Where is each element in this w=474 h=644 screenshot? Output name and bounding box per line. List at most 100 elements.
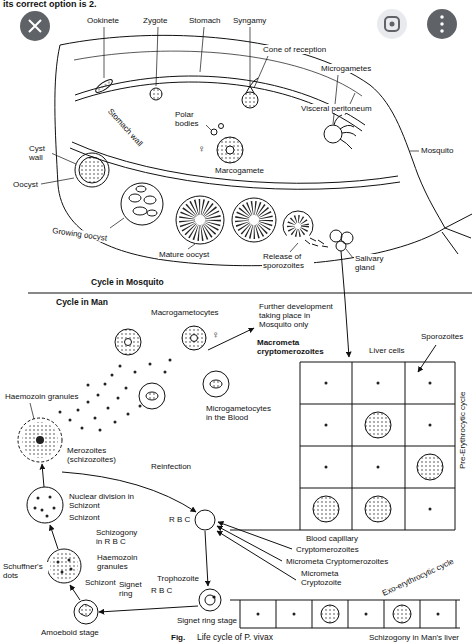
salivary-gland — [336, 241, 346, 251]
part-label: R B C — [168, 515, 191, 524]
part-label: Ookinete — [86, 16, 120, 25]
part-label: Cone of reception — [262, 45, 327, 54]
cycle-label: Pre-Erythrocytic cycle — [458, 391, 467, 470]
sex-symbol: ♀ — [211, 330, 221, 339]
sporozoite-path — [341, 251, 349, 357]
sporozoite-mass — [242, 208, 266, 232]
part-label: Polar bodies — [174, 110, 206, 128]
stage-label: Reinfection — [150, 462, 192, 471]
part-label: Microgametes — [320, 64, 372, 73]
lens-button — [377, 9, 407, 39]
liver-schizont — [417, 454, 443, 480]
cyst-wall — [75, 153, 109, 187]
part-label: Mature oocyst — [158, 250, 210, 259]
stage-label: Schizont — [84, 578, 117, 587]
schizont-nuclei — [35, 497, 54, 516]
growing-oocyst — [121, 183, 163, 225]
to-mosquito-arrow — [208, 328, 254, 350]
stage-label: Macrometa cryptomerozoites — [256, 338, 338, 356]
part-label: Mosquito — [420, 146, 454, 155]
gametocyte-nucleus — [191, 335, 198, 342]
ring-nucleus — [212, 595, 215, 598]
gametocyte-nucleus — [210, 380, 222, 388]
stage-label: Amoeboid stage — [40, 628, 100, 637]
part-label: Growing oocyst — [51, 226, 109, 243]
figure-number: Fig. — [170, 633, 186, 642]
liver-schizont — [393, 605, 411, 623]
polar-body — [219, 124, 224, 129]
stage-label: Macrogametocytes — [150, 308, 220, 317]
macrogametocyte — [182, 326, 206, 350]
macrogamete — [217, 137, 243, 163]
note-label: Further development taking place in Mosq… — [258, 302, 340, 329]
part-label: Zygote — [142, 16, 168, 25]
leader-line — [30, 403, 34, 419]
microgametes — [334, 115, 356, 149]
polar-body — [211, 129, 217, 135]
sporozoite-arrow — [418, 345, 436, 372]
liver-cells — [230, 362, 455, 530]
cycle-arrow — [99, 606, 198, 612]
liver-schizont — [313, 496, 339, 522]
sporoblasts — [129, 186, 157, 216]
liver-cell-nucleus — [326, 383, 430, 509]
part-label: Haemozoin granules — [4, 392, 79, 401]
macrogametocyte — [115, 329, 141, 355]
close-button — [20, 11, 50, 41]
part-label: Liver cells — [368, 346, 406, 355]
syngamy-cell — [242, 92, 258, 108]
schuffners-dots — [50, 552, 78, 580]
cryptomerozoite-arrow — [218, 522, 292, 549]
close-icon — [29, 20, 41, 32]
leader-line — [41, 27, 419, 258]
stage-label: Micrometa Cryptozoite — [300, 569, 352, 587]
stage-label: Schizont — [68, 513, 101, 522]
lens-icon — [385, 17, 399, 31]
part-label: Oocyst — [12, 180, 39, 189]
signet-ring-cell — [199, 589, 221, 611]
part-label: Haemozoin granules — [96, 553, 142, 571]
amoeboid-trophozoite — [79, 604, 93, 616]
gametocyte-nucleus — [125, 339, 132, 346]
part-label: Visceral peritoneum — [300, 104, 373, 113]
part-label: Blood capillary — [305, 534, 359, 543]
liver-schizont — [365, 412, 391, 438]
part-label: Release of sporozoites — [262, 252, 314, 270]
sporozoite-mass — [291, 219, 305, 233]
stage-label: Cryptomerozoites — [295, 545, 360, 554]
mature-oocyst — [232, 198, 276, 242]
stage-label: Nuclear division in Schizont — [68, 492, 146, 510]
mosquito-legs — [442, 214, 472, 254]
section-heading: Cycle in Man — [55, 298, 109, 307]
sporozoite-mass — [187, 207, 213, 233]
figure-caption: Life cycle of P. vivax — [196, 633, 274, 642]
stage-label: Signet ring — [118, 580, 150, 598]
part-label: Stomach wall — [105, 106, 145, 149]
red-blood-cell — [195, 510, 215, 530]
part-label: Cyst wall — [28, 144, 52, 162]
cone-of-reception — [246, 78, 258, 93]
bursting-schizont — [18, 418, 62, 462]
part-label: Marcogamete — [214, 166, 265, 175]
reinfection-arrow — [62, 472, 196, 512]
stage-label: Merozoites (schizozoites) — [66, 446, 128, 464]
macrogamete-nucleus — [226, 146, 234, 154]
signet-ring — [205, 595, 215, 605]
dividing-schizont — [27, 487, 63, 523]
part-label: Syngamy — [232, 16, 267, 25]
sex-symbol: ♀ — [197, 144, 207, 153]
menu-button — [427, 9, 457, 39]
microgametocyte — [324, 125, 342, 143]
liver-schizont — [365, 496, 391, 522]
salivary-gland — [330, 230, 342, 242]
haemozoin-granules — [36, 436, 44, 444]
zygote — [150, 88, 162, 100]
oocyst — [79, 157, 105, 183]
microgametocyte — [139, 383, 165, 409]
cycle-arrow — [42, 464, 44, 487]
liver-schizont — [321, 605, 339, 623]
bursting-oocyst — [283, 211, 313, 236]
stage-label: Sporozoites — [420, 332, 464, 341]
